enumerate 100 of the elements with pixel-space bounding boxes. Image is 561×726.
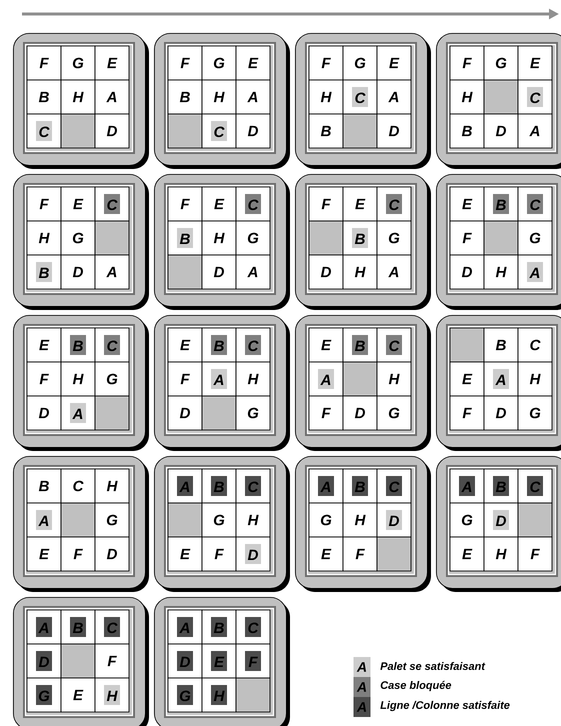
- grid-cell: G: [94, 362, 130, 396]
- grid-cell: G: [60, 220, 96, 256]
- grid-cell: C: [518, 186, 552, 222]
- grid-cell: G: [308, 502, 344, 538]
- grid-cell: F: [342, 536, 378, 572]
- grid-cell: G: [376, 396, 412, 430]
- grid-cell: H: [450, 80, 484, 114]
- grid-cell: E: [308, 536, 344, 572]
- grid-cell: B: [26, 80, 62, 114]
- grid-cell: H: [518, 362, 552, 396]
- grid-cell: E: [60, 186, 96, 222]
- grid-cell: C: [94, 328, 130, 362]
- grid-cell: G: [342, 46, 378, 80]
- grid-cell: G: [168, 678, 202, 712]
- grid-cell: B: [26, 468, 62, 504]
- grid-cell: E: [60, 678, 96, 712]
- grid-cell: D: [376, 114, 412, 148]
- grid-cell: G: [450, 502, 484, 538]
- grid-cell: H: [202, 220, 236, 256]
- grid-cell: G: [202, 502, 236, 538]
- grid-cell: D: [376, 502, 412, 538]
- grid-cell: G: [26, 678, 62, 712]
- grid-cell: F: [168, 46, 202, 80]
- grid-cell: E: [94, 46, 130, 80]
- grid-cell: C: [202, 114, 236, 148]
- grid-cell: A: [308, 468, 344, 504]
- grid-cell: B: [168, 80, 202, 114]
- grid-cell: H: [60, 362, 96, 396]
- grid-cell: A: [60, 396, 96, 430]
- grid-cell: E: [168, 328, 202, 362]
- grid-cell: A: [26, 502, 62, 538]
- grid-cell: G: [376, 220, 412, 256]
- grid-cell: A: [236, 254, 270, 290]
- grid-cell: A: [26, 610, 62, 644]
- grid-cell: A: [376, 80, 412, 114]
- grid-cell: H: [202, 678, 236, 712]
- grid-cell: F: [518, 536, 552, 572]
- grid-cell: D: [94, 114, 130, 148]
- legend-text: Palet se satisfaisant: [380, 662, 486, 670]
- grid-cell: B: [484, 328, 518, 362]
- grid-cell: F: [26, 362, 62, 396]
- grid-cell: H: [26, 220, 62, 256]
- grid-cell: D: [308, 254, 344, 290]
- grid-cell: F: [168, 186, 202, 222]
- grid-cell: H: [484, 536, 518, 572]
- grid-cell: D: [168, 644, 202, 678]
- grid-cell: D: [484, 114, 518, 148]
- grid-cell: C: [94, 610, 130, 644]
- grid-cell: B: [168, 220, 202, 256]
- grid-cell: A: [450, 468, 484, 504]
- grid-cell: C: [236, 468, 270, 504]
- grid-cell: H: [484, 254, 518, 290]
- grid-cell: C: [236, 610, 270, 644]
- grid-cell: F: [308, 186, 344, 222]
- grid-cell: A: [94, 254, 130, 290]
- grid-cell: F: [94, 644, 130, 678]
- grid-cell: G: [236, 220, 270, 256]
- grid-cell: C: [94, 186, 130, 222]
- grid-cell: B: [308, 114, 344, 148]
- grid-cell: E: [450, 536, 484, 572]
- grid-cell: B: [342, 220, 378, 256]
- grid-cell: C: [518, 468, 552, 504]
- grid-cell: D: [94, 536, 130, 572]
- grid-cell: H: [60, 80, 96, 114]
- grid-cell: F: [26, 46, 62, 80]
- grid-cell: A: [518, 114, 552, 148]
- grid-cell: A: [308, 362, 344, 396]
- grid-cell: B: [450, 114, 484, 148]
- grid-cell: F: [26, 186, 62, 222]
- grid-cell: D: [60, 254, 96, 290]
- grid-cell: H: [94, 678, 130, 712]
- grid-cell: H: [236, 502, 270, 538]
- grid-cell: B: [484, 186, 518, 222]
- grid-cell: F: [450, 46, 484, 80]
- grid-cell: A: [376, 254, 412, 290]
- grid-cell: D: [202, 254, 236, 290]
- grid-cell: F: [450, 220, 484, 256]
- grid-cell: E: [26, 328, 62, 362]
- grid-cell: D: [26, 644, 62, 678]
- grid-cell: F: [308, 46, 344, 80]
- legend-text: Case bloquée: [380, 680, 452, 692]
- grid-cell: C: [376, 328, 412, 362]
- grid-cell: E: [236, 46, 270, 80]
- grid-cell: B: [342, 328, 378, 362]
- grid-cell: D: [236, 536, 270, 572]
- grid-cell: E: [450, 186, 484, 222]
- grid-cell: A: [168, 468, 202, 504]
- grid-cell: E: [308, 328, 344, 362]
- grid-cell: F: [202, 536, 236, 572]
- grid-cell: E: [202, 186, 236, 222]
- grid-cell: F: [450, 396, 484, 430]
- grid-cell: G: [484, 46, 518, 80]
- grid-cell: C: [236, 328, 270, 362]
- grid-cell: E: [168, 536, 202, 572]
- grid-cell: D: [450, 254, 484, 290]
- grid-cell: B: [60, 328, 96, 362]
- grid-cell: B: [60, 610, 96, 644]
- grid-cell: C: [518, 80, 552, 114]
- grid-cell: H: [236, 362, 270, 396]
- grid-cell: H: [94, 468, 130, 504]
